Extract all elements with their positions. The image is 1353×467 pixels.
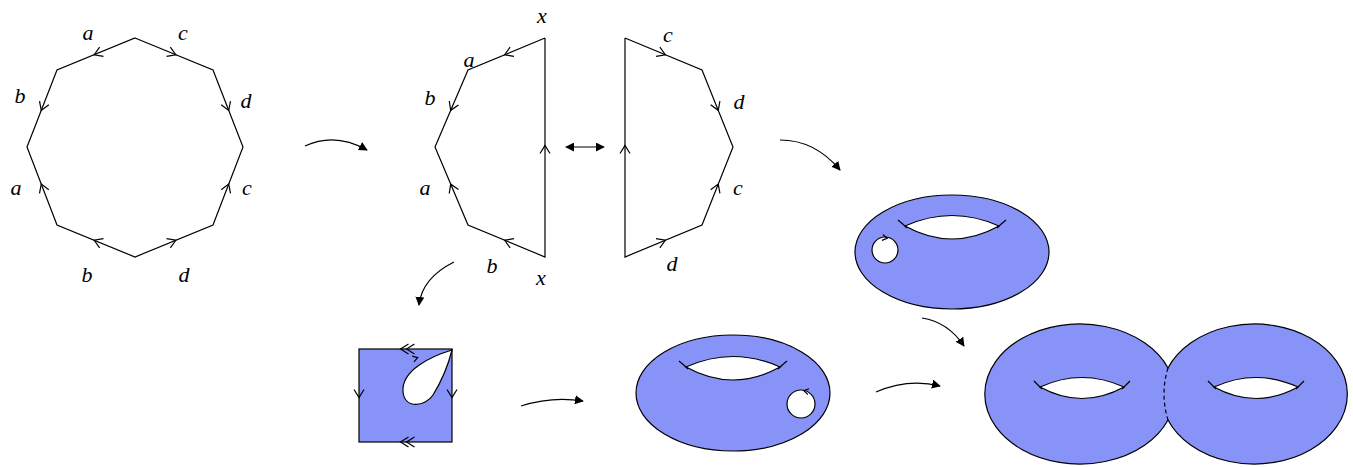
direction-arrow bbox=[221, 101, 230, 110]
edge-label: c bbox=[242, 177, 252, 199]
direction-arrow bbox=[505, 239, 514, 248]
direction-arrow bbox=[620, 146, 630, 154]
glue-arrow bbox=[566, 146, 604, 147]
direction-arrow bbox=[656, 239, 665, 248]
direction-arrow bbox=[401, 344, 415, 354]
vertex-label: x bbox=[537, 5, 547, 27]
direction-arrow bbox=[711, 184, 720, 193]
torus bbox=[855, 195, 1049, 309]
square-patch bbox=[359, 349, 452, 442]
step-arrow bbox=[876, 383, 940, 392]
direction-arrow bbox=[656, 47, 665, 56]
boundary-hole bbox=[787, 390, 815, 418]
vertex-label: x bbox=[536, 267, 546, 289]
direction-arrow bbox=[94, 239, 103, 248]
step-arrow bbox=[780, 140, 840, 170]
direction-arrow bbox=[882, 234, 887, 240]
edge-label: b bbox=[487, 255, 498, 277]
direction-arrow bbox=[94, 47, 103, 56]
octagon bbox=[27, 38, 243, 257]
edge-label: a bbox=[11, 177, 22, 199]
direction-arrow bbox=[167, 47, 176, 56]
direction-arrow bbox=[447, 390, 457, 398]
boundary-hole bbox=[872, 237, 898, 263]
direction-arrow bbox=[804, 389, 809, 395]
edge-label: d bbox=[734, 91, 745, 113]
direction-arrow bbox=[505, 47, 514, 56]
edge-label: d bbox=[667, 253, 678, 275]
direction-arrow bbox=[449, 101, 458, 110]
step-arrow bbox=[419, 262, 454, 305]
torus-hole bbox=[905, 216, 999, 240]
step-arrow bbox=[521, 399, 583, 406]
direction-arrow bbox=[221, 184, 230, 193]
step-arrow bbox=[305, 140, 367, 150]
edge-label: d bbox=[179, 264, 190, 286]
direction-arrow bbox=[39, 184, 48, 193]
torus-hole bbox=[686, 357, 780, 381]
edge-label: a bbox=[83, 22, 94, 44]
direction-arrow bbox=[167, 239, 176, 248]
direction-arrow bbox=[711, 101, 720, 110]
torus bbox=[636, 335, 830, 451]
teardrop-hole bbox=[403, 350, 452, 404]
direction-arrow bbox=[401, 437, 415, 447]
direction-arrow bbox=[40, 101, 49, 110]
direction-arrow bbox=[412, 356, 417, 362]
step-arrow bbox=[922, 318, 964, 346]
torus-hole bbox=[1214, 378, 1298, 399]
left-half bbox=[435, 38, 545, 257]
edge-label: b bbox=[82, 264, 93, 286]
edge-label: c bbox=[663, 24, 673, 46]
edge-label: d bbox=[241, 90, 252, 112]
edge-label: c bbox=[178, 22, 188, 44]
direction-arrow bbox=[540, 146, 550, 154]
direction-arrow bbox=[354, 390, 364, 398]
double-torus bbox=[985, 324, 1348, 464]
torus-hole bbox=[1040, 378, 1124, 399]
right-half bbox=[625, 38, 733, 257]
edge-label: b bbox=[15, 85, 26, 107]
edge-label: b bbox=[425, 87, 436, 109]
edge-label: c bbox=[733, 177, 743, 199]
edge-label: a bbox=[464, 49, 475, 71]
direction-arrow bbox=[449, 184, 458, 193]
edge-label: a bbox=[420, 177, 431, 199]
